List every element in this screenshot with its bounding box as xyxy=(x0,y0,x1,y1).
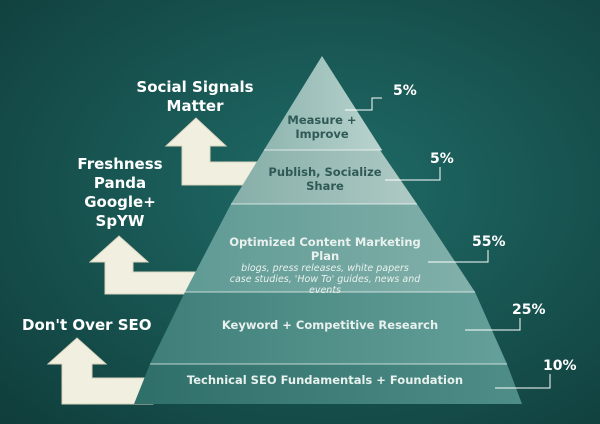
side-label-top-line-2: Matter xyxy=(166,97,224,115)
tier-4-line-2: Share xyxy=(306,179,344,193)
leader-lines xyxy=(345,97,551,389)
tier-4-line-1: Publish, Socialize xyxy=(268,165,382,179)
side-label-bottom-line-1: Don't Over SEO xyxy=(22,316,152,334)
side-label-middle-line-2: Panda xyxy=(93,174,147,192)
tier-1-percent: 10% xyxy=(543,358,577,374)
tier-5-line-1: Measure + xyxy=(287,113,357,127)
side-label-middle-line-1: Freshness xyxy=(77,155,163,173)
side-label-middle-line-3: Google+ xyxy=(84,193,156,211)
tier-5-line-2: Improve xyxy=(295,127,349,141)
tier-4-label: Publish, Socialize Share xyxy=(255,165,395,193)
tier-5-label: Measure + Improve xyxy=(272,113,372,141)
leader-line-tier-4 xyxy=(385,167,441,181)
arrow-middle-icon xyxy=(88,235,201,295)
side-label-top-line-1: Social Signals xyxy=(136,78,254,96)
tier-3-sub-line-1: blogs, press releases, white papers xyxy=(241,263,409,274)
tier-2-label: Keyword + Competitive Research xyxy=(215,318,445,332)
tier-3-sub-line-2: case studies, 'How To' guides, news and … xyxy=(229,274,421,296)
tier-5-shape xyxy=(264,56,382,150)
tier-4-shape xyxy=(231,150,417,204)
tier-2-title: Keyword + Competitive Research xyxy=(221,318,439,332)
leader-line-tier-3 xyxy=(428,250,489,263)
leader-line-tier-5 xyxy=(345,97,382,111)
tier-2-percent: 25% xyxy=(512,302,546,318)
tier-5-percent: 5% xyxy=(393,83,417,99)
side-label-freshness: Freshness Panda Google+ SpYW xyxy=(70,155,170,231)
tier-3-percent: 55% xyxy=(472,234,506,250)
tier-3-shape xyxy=(185,204,475,292)
side-label-social-signals: Social Signals Matter xyxy=(130,78,260,116)
pyramid-tiers xyxy=(134,56,522,404)
tier-4-percent: 5% xyxy=(430,151,454,167)
side-label-middle-line-4: SpYW xyxy=(95,212,145,230)
leader-line-tier-1 xyxy=(495,374,551,389)
side-label-dont-over-seo: Don't Over SEO xyxy=(22,316,152,335)
tier-2-shape xyxy=(150,292,507,364)
tier-3-title: Optimized Content Marketing Plan xyxy=(229,235,421,263)
leader-line-tier-2 xyxy=(465,318,521,331)
tier-3-label: Optimized Content Marketing Plan blogs, … xyxy=(215,235,435,296)
tier-1-label: Technical SEO Fundamentals + Foundation xyxy=(185,373,465,387)
tier-1-shape xyxy=(134,364,522,404)
tier-1-title: Technical SEO Fundamentals + Foundation xyxy=(186,373,464,387)
